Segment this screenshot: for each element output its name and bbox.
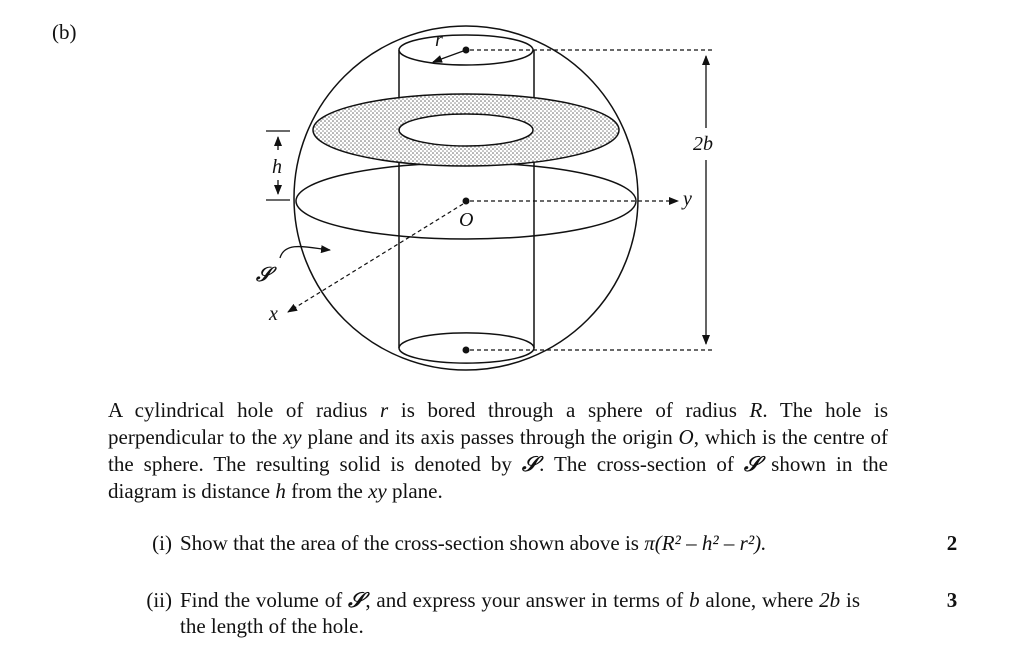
para-text: from the (285, 479, 369, 503)
math-R: R (749, 398, 763, 422)
label-y: y (681, 188, 692, 210)
label-2b: 2b (693, 133, 713, 155)
x-axis-dashed (287, 203, 464, 313)
math-S: 𝒮 (743, 452, 762, 476)
question-marks: 2 (946, 531, 958, 555)
question-prompt: Find the volume of (180, 588, 349, 612)
question-prompt: Show that the area of the cross-section … (180, 531, 645, 555)
math-S: 𝒮 (521, 452, 540, 476)
label-r: r (435, 29, 443, 51)
s-pointer-arrow (279, 245, 331, 259)
math-2b: 2b (819, 588, 841, 612)
question-number: (ii) (146, 588, 172, 612)
math-O: O (678, 425, 694, 449)
math-S: 𝒮 (348, 588, 366, 612)
para-text: . The hole is perpendicular to the (108, 398, 888, 449)
question-prompt: , and express your answer in terms of (365, 588, 690, 612)
area-formula: π(R² – h² – r²). (644, 531, 767, 555)
cross-section-annulus (312, 93, 620, 167)
question-number: (i) (152, 531, 172, 555)
top-center-point (462, 46, 470, 54)
para-text: shown in the diagram is distance (108, 452, 889, 503)
question-prompt: is the length of the hole. (180, 588, 861, 638)
part-label: (b) (52, 20, 77, 44)
label-h: h (272, 156, 282, 178)
para-text: plane and its axis passes through the or… (301, 425, 679, 449)
question-text: Show that the area of the cross-section … (180, 530, 860, 556)
math-xy: xy (282, 425, 302, 449)
math-h: h (275, 479, 286, 503)
para-text: . The cross-section of (539, 452, 744, 476)
bottom-center-point (462, 346, 470, 354)
sphere-outline (293, 25, 639, 371)
para-text: A cylindrical hole of radius (108, 398, 381, 422)
question-marks: 3 (946, 588, 958, 612)
para-text: plane. (386, 479, 443, 503)
label-O: O (459, 209, 473, 231)
problem-paragraph: A cylindrical hole of radius r is bored … (108, 397, 888, 505)
math-xy: xy (368, 479, 387, 503)
origin-point (462, 197, 470, 205)
cylinder-bottom-ellipse (398, 347, 535, 364)
label-S: 𝒮 (255, 264, 277, 286)
math-r: r (380, 398, 389, 422)
label-x: x (268, 303, 278, 325)
para-text: , which is the centre of the sphere. The… (108, 425, 888, 476)
radius-arrow (432, 49, 467, 63)
cylinder-bottom-ellipse-front (398, 332, 535, 349)
math-b: b (689, 588, 700, 612)
sphere-diagram: r 2b h O y x 𝒮 (255, 25, 713, 371)
question-text: Find the volume of 𝒮, and express your a… (180, 587, 860, 639)
para-text: is bored through a sphere of radius (388, 398, 750, 422)
question-prompt: alone, where (699, 588, 820, 612)
